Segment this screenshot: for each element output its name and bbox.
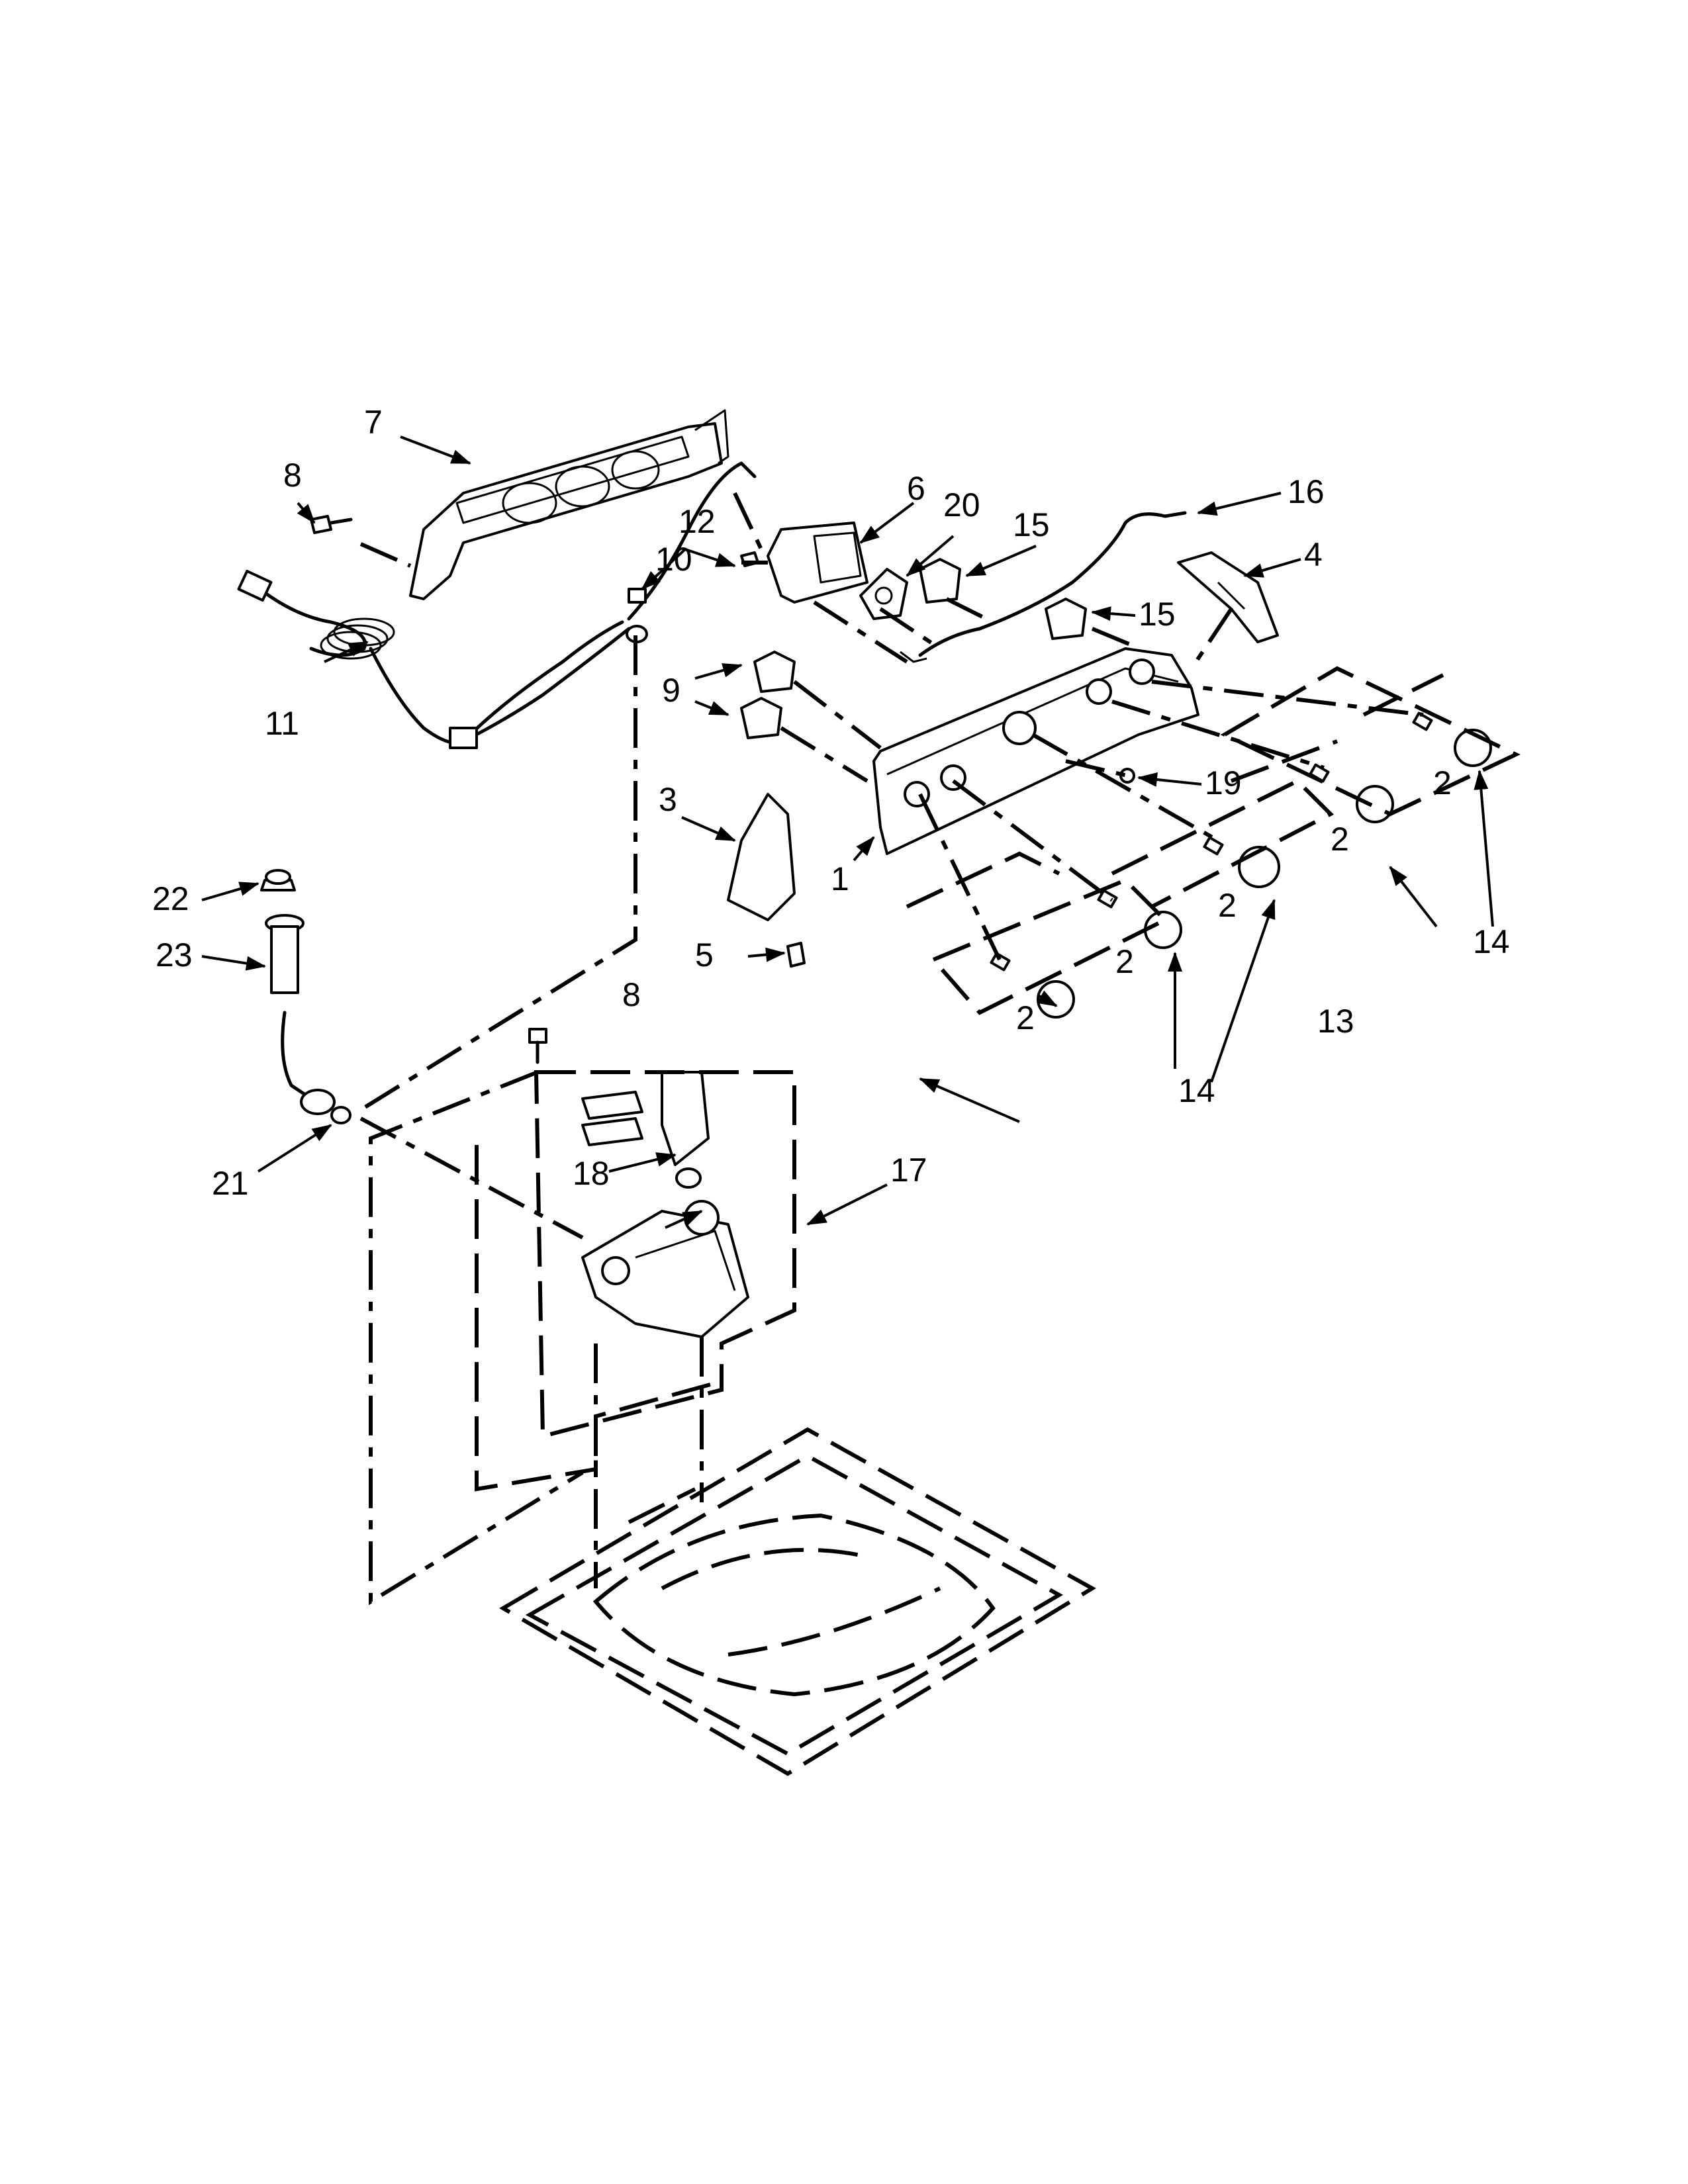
callout-12: 12	[679, 503, 716, 540]
callout-18: 18	[573, 1155, 610, 1192]
callout-10: 10	[655, 541, 692, 578]
screw-12-part	[626, 588, 648, 643]
callout-5: 5	[695, 936, 714, 974]
switch-9-lower-part	[740, 697, 782, 739]
clip-5-part	[786, 942, 806, 968]
switch-15-lower-part	[1045, 598, 1087, 640]
callout-8-top: 8	[283, 457, 302, 494]
end-cap-right-part	[1177, 551, 1279, 643]
callout-7: 7	[364, 404, 383, 441]
knob-2c	[1203, 836, 1280, 888]
callout-2-e: 2	[1433, 764, 1452, 801]
callout-2-c: 2	[1218, 887, 1237, 924]
callout-4: 4	[1304, 536, 1323, 573]
washer-21-part	[330, 1106, 352, 1124]
callout-15-lower: 15	[1139, 596, 1176, 633]
switch-9-upper-part	[753, 651, 796, 693]
callout-14-right: 14	[1473, 923, 1510, 960]
callout-2-a: 2	[1016, 999, 1035, 1036]
callout-16: 16	[1288, 473, 1325, 510]
callout-21: 21	[212, 1165, 249, 1202]
callout-2-b: 2	[1115, 943, 1134, 980]
leader-arrows	[201, 435, 1494, 1229]
phantom-boxes	[475, 666, 1521, 1492]
dispenser-assembly-part	[581, 1200, 749, 1338]
callout-2-d: 2	[1331, 821, 1349, 858]
callout-labels: 7 8 12 10 11 6 20 15 15 16 4 9 19 3 1 5 …	[152, 404, 1510, 1202]
callout-15-upper: 15	[1013, 506, 1050, 543]
control-board-part	[740, 522, 868, 604]
callout-3: 3	[659, 781, 677, 818]
end-cap-left-part	[727, 793, 796, 921]
callout-11: 11	[265, 705, 299, 742]
rear-control-panel-part	[409, 409, 729, 600]
callout-14-bottom: 14	[1178, 1072, 1215, 1109]
callout-1: 1	[831, 860, 849, 897]
inlet-hose-23-part	[265, 914, 336, 1115]
knob-2e	[1412, 711, 1492, 767]
callout-22: 22	[152, 880, 189, 917]
callout-17: 17	[890, 1152, 927, 1189]
screw-8-top-part	[310, 515, 353, 534]
callout-9: 9	[662, 672, 680, 709]
assembly-lines	[356, 492, 1424, 1606]
switch-15-upper-part	[919, 558, 961, 604]
callout-23: 23	[156, 936, 193, 974]
callout-8-middle: 8	[622, 976, 641, 1013]
knob-2b	[1097, 889, 1182, 949]
wire-harness-part	[900, 511, 1187, 663]
hose-cap-22-part	[260, 869, 296, 891]
knob-2d	[1309, 763, 1394, 823]
callout-13: 13	[1317, 1003, 1354, 1040]
screw-8-middle-part	[528, 1028, 547, 1064]
callout-6: 6	[907, 470, 925, 507]
part-20	[859, 568, 908, 620]
top-panel-part	[499, 1427, 1096, 1776]
callout-20: 20	[943, 486, 980, 523]
callout-19: 19	[1205, 764, 1242, 801]
console-part	[872, 647, 1199, 855]
water-valve-18-part	[581, 1071, 710, 1189]
